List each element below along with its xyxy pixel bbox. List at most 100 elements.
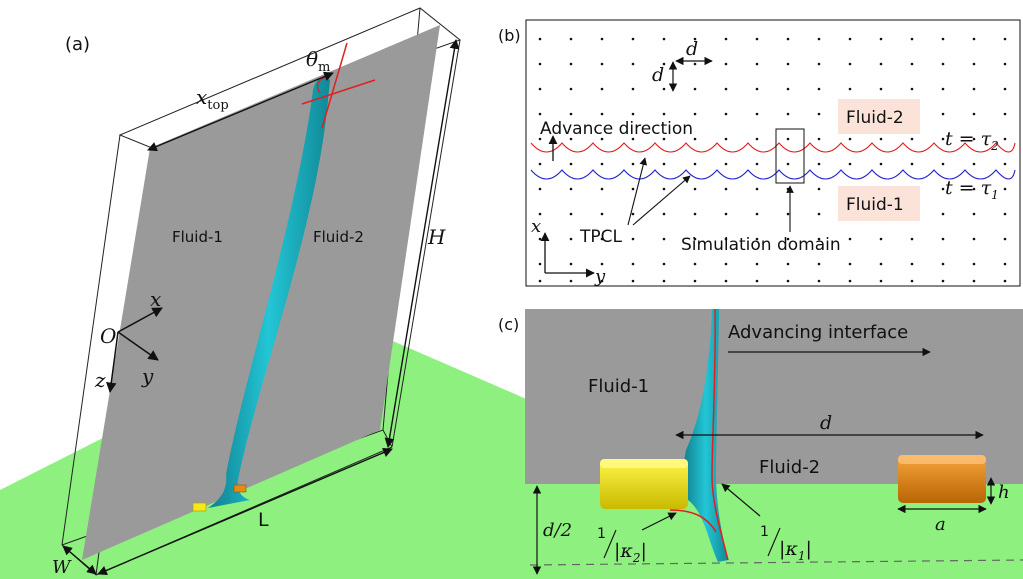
grid-dot bbox=[755, 112, 759, 116]
grid-dot bbox=[755, 37, 759, 41]
grid-dot bbox=[941, 62, 945, 66]
grid-dot bbox=[786, 112, 790, 116]
grid-dot bbox=[1003, 62, 1007, 66]
grid-dot bbox=[600, 112, 604, 116]
grid-dot bbox=[817, 37, 821, 41]
grid-dot bbox=[848, 37, 852, 41]
grid-dot bbox=[538, 87, 542, 91]
y-axis-label-a: y bbox=[141, 364, 154, 388]
grid-dot bbox=[600, 87, 604, 91]
grid-dot bbox=[786, 187, 790, 191]
grid-dot bbox=[600, 237, 604, 241]
grid-dot bbox=[631, 262, 635, 266]
grid-dot bbox=[1003, 262, 1007, 266]
grid-dot bbox=[538, 187, 542, 191]
grid-dot bbox=[724, 187, 728, 191]
grid-dot bbox=[910, 237, 914, 241]
grid-dot bbox=[538, 279, 542, 283]
grid-dot bbox=[817, 137, 821, 141]
grid-dot bbox=[693, 162, 697, 166]
grid-dot bbox=[538, 112, 542, 116]
grid-dot bbox=[569, 212, 573, 216]
grid-dot bbox=[1003, 237, 1007, 241]
z-axis-label-a: z bbox=[94, 368, 106, 392]
grid-dot bbox=[910, 262, 914, 266]
grid-dot bbox=[972, 162, 976, 166]
grid-dot bbox=[662, 137, 666, 141]
grid-dot bbox=[1003, 279, 1007, 283]
fluid-2-box-b bbox=[838, 99, 920, 134]
grid-dot bbox=[600, 137, 604, 141]
grid-dot bbox=[941, 87, 945, 91]
svg-text:1: 1 bbox=[760, 524, 769, 540]
grid-dot bbox=[879, 37, 883, 41]
advance-direction-label: Advance direction bbox=[540, 119, 693, 139]
grid-dot bbox=[538, 262, 542, 266]
tpcl-arrow-2 bbox=[632, 175, 691, 226]
grid-dot bbox=[1003, 87, 1007, 91]
grid-dot bbox=[631, 162, 635, 166]
panel-c-label: (c) bbox=[498, 315, 519, 334]
grid-dot bbox=[910, 62, 914, 66]
grid-dot bbox=[817, 112, 821, 116]
d-side-label: d bbox=[652, 64, 664, 86]
grid-dot bbox=[786, 87, 790, 91]
post-yellow-small bbox=[192, 502, 207, 512]
x-axis-label-b: x bbox=[531, 216, 541, 237]
grid-dot bbox=[538, 137, 542, 141]
grid-dot bbox=[910, 162, 914, 166]
time-tau2-label: t = τ2 bbox=[945, 128, 999, 153]
grid-dot bbox=[724, 62, 728, 66]
grid-dot bbox=[662, 112, 666, 116]
grid-dot bbox=[1003, 37, 1007, 41]
grid-dot bbox=[631, 237, 635, 241]
grid-dot bbox=[724, 237, 728, 241]
grid-dot bbox=[755, 262, 759, 266]
grid-dot bbox=[600, 62, 604, 66]
grid-dot bbox=[786, 62, 790, 66]
grid-dot bbox=[538, 62, 542, 66]
grid-dot bbox=[569, 162, 573, 166]
grid-dot bbox=[600, 187, 604, 191]
kappa2-red-curve bbox=[669, 509, 717, 533]
grid-dot bbox=[879, 279, 883, 283]
grid-dot bbox=[662, 162, 666, 166]
grid-dot bbox=[755, 87, 759, 91]
fluid-2-label-c: Fluid-2 bbox=[759, 457, 820, 478]
grid-dot bbox=[910, 87, 914, 91]
grid-dot bbox=[817, 162, 821, 166]
grid-dot bbox=[600, 262, 604, 266]
grid-dot bbox=[817, 87, 821, 91]
xtop-label: xtop bbox=[196, 85, 229, 113]
grid-dot bbox=[631, 187, 635, 191]
d-top-label: d bbox=[686, 38, 698, 60]
panel-c: Advancing interface Fluid-1 Fluid-2 d d/… bbox=[498, 308, 1023, 579]
post-orange bbox=[898, 455, 986, 503]
grid-dot bbox=[693, 37, 697, 41]
grid-dot bbox=[786, 137, 790, 141]
grid-dot bbox=[724, 212, 728, 216]
theta-label: θm bbox=[306, 47, 330, 75]
grid-dot bbox=[879, 262, 883, 266]
kappa1-label: 1 |κ1| bbox=[760, 524, 812, 563]
grid-dot bbox=[693, 62, 697, 66]
grid-dot bbox=[569, 279, 573, 283]
d-half-label: d/2 bbox=[543, 520, 572, 541]
grid-dot bbox=[817, 62, 821, 66]
grid-dot bbox=[1003, 112, 1007, 116]
grid-dot bbox=[662, 237, 666, 241]
y-axis-label-b: y bbox=[594, 266, 606, 287]
grid-dot bbox=[693, 262, 697, 266]
grid-dot bbox=[972, 87, 976, 91]
tpcl-label: TPCL bbox=[579, 227, 623, 247]
grid-dot bbox=[941, 137, 945, 141]
grid-dot bbox=[941, 212, 945, 216]
grid-dot bbox=[662, 37, 666, 41]
grid-dot bbox=[910, 279, 914, 283]
substrate-dashed-line bbox=[529, 559, 1023, 566]
grid-dot bbox=[1003, 212, 1007, 216]
grid-dot bbox=[941, 37, 945, 41]
grid-dot bbox=[972, 237, 976, 241]
grid-dot bbox=[786, 237, 790, 241]
